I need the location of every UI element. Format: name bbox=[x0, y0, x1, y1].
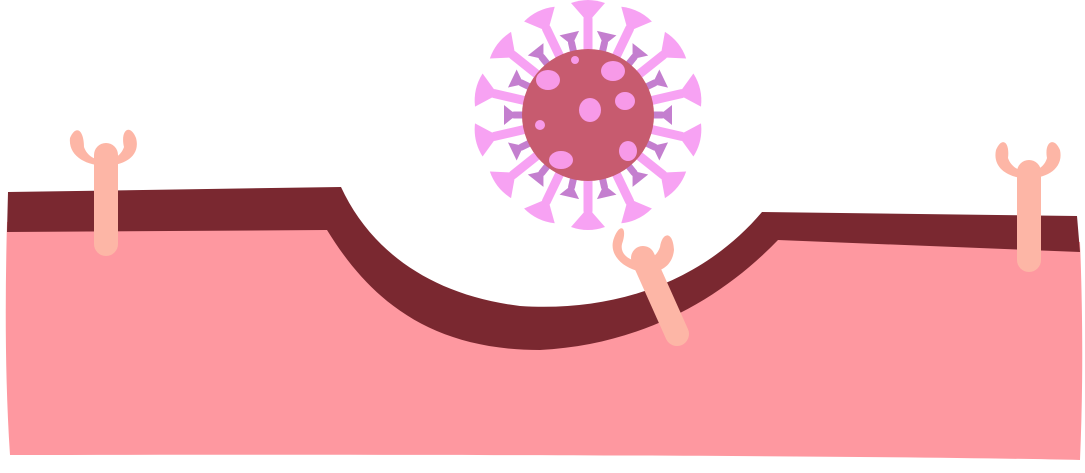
virus-spike bbox=[648, 94, 681, 102]
virus-spot bbox=[615, 92, 635, 110]
virus-spike-head bbox=[490, 32, 515, 59]
virus-short-spike-head bbox=[528, 43, 544, 58]
virus-short-spike-head bbox=[597, 31, 616, 43]
virus-spike bbox=[546, 29, 561, 60]
virus-spike-head bbox=[661, 172, 686, 199]
virus-spot bbox=[619, 141, 637, 161]
virus-spot bbox=[549, 151, 573, 169]
virus-spike-head bbox=[681, 123, 701, 156]
virus-spike bbox=[494, 94, 527, 102]
virus-spike bbox=[615, 171, 630, 202]
virus-spot bbox=[601, 61, 625, 81]
virus-spike-head bbox=[681, 74, 701, 107]
virus-spike-head bbox=[490, 172, 515, 199]
virus-spot bbox=[579, 98, 601, 122]
virus-spot bbox=[571, 56, 579, 64]
virus-short-spike-head bbox=[597, 187, 616, 199]
virus-particle bbox=[475, 0, 702, 230]
virus-spike bbox=[494, 129, 527, 137]
virus-short-spike-head bbox=[633, 43, 649, 58]
virus-spike-head bbox=[571, 211, 605, 230]
virus-short-spike-head bbox=[560, 31, 579, 43]
virus-short-spike-head bbox=[633, 172, 649, 187]
virus-spike-head bbox=[571, 0, 605, 19]
virus-short-spike-head bbox=[528, 172, 544, 187]
virus-spike bbox=[546, 171, 561, 202]
virus-spot bbox=[536, 70, 560, 90]
virus-short-spike-head bbox=[560, 187, 579, 199]
virus-spike-head bbox=[475, 123, 495, 156]
virus-spike-head bbox=[475, 74, 495, 107]
virus-short-spike-head bbox=[504, 105, 514, 125]
virus-spike bbox=[615, 29, 630, 60]
virus-spike bbox=[648, 129, 681, 137]
virus-spot bbox=[535, 120, 545, 130]
virus-short-spike-head bbox=[662, 105, 672, 125]
virus-spike-head bbox=[661, 32, 686, 59]
